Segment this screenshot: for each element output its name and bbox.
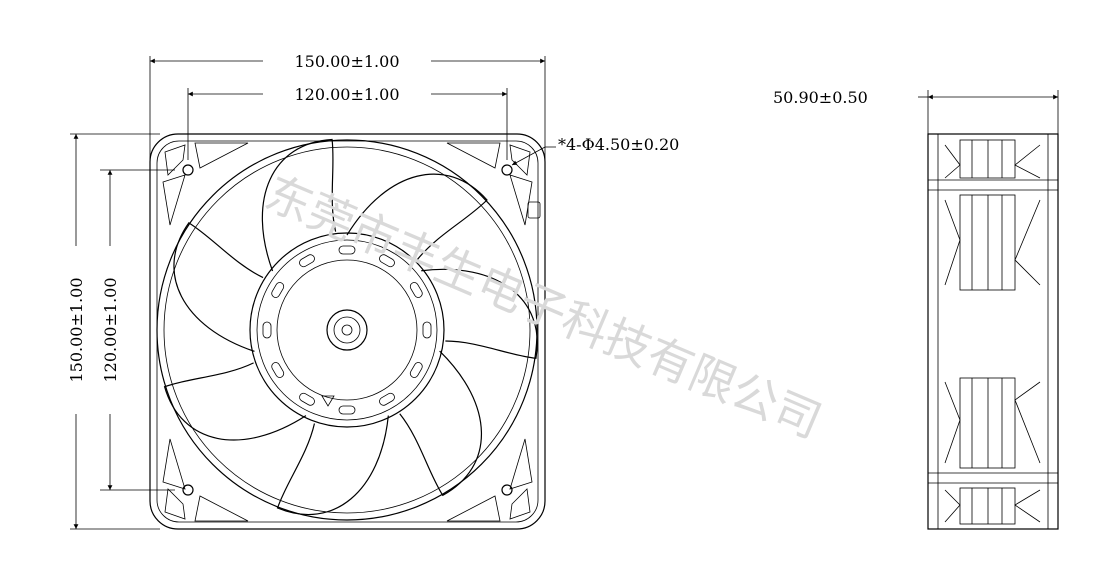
side-details bbox=[928, 134, 1058, 529]
mounting-hole-top-left bbox=[182, 164, 194, 176]
mounting-hole-bottom-left bbox=[182, 484, 194, 496]
hub-ring-inner bbox=[276, 259, 418, 401]
overall-width-label: 150.00±1.00 bbox=[294, 52, 399, 71]
hole-height-label: 120.00±1.00 bbox=[101, 277, 120, 382]
hole-width-label: 120.00±1.00 bbox=[294, 85, 399, 104]
fan-blades bbox=[163, 138, 538, 516]
hub-center-shaft bbox=[341, 324, 353, 336]
mounting-hole-top-right bbox=[501, 164, 513, 176]
hub-slots bbox=[262, 245, 432, 415]
corner-pockets bbox=[162, 142, 533, 522]
fan-frame bbox=[149, 133, 546, 530]
hub-ring bbox=[256, 239, 438, 421]
hub-center-outer bbox=[326, 309, 368, 351]
rotation-arrow-icon bbox=[321, 395, 335, 407]
side-dimension bbox=[918, 90, 1059, 134]
wire-exit-tab bbox=[527, 201, 541, 219]
overall-height-label: 150.00±1.00 bbox=[67, 277, 86, 382]
side-view: 50.90±0.50 bbox=[773, 88, 1059, 530]
front-view bbox=[149, 133, 546, 530]
mounting-hole-bottom-right bbox=[501, 484, 513, 496]
venturi-outer bbox=[156, 139, 538, 521]
venturi-inner bbox=[163, 146, 531, 514]
side-frame bbox=[927, 133, 1059, 530]
hub-center-mid bbox=[333, 316, 361, 344]
hub-outer bbox=[249, 232, 445, 428]
mounting-hole-label: *4-Φ4.50±0.20 bbox=[558, 135, 679, 154]
hole-callout-leader bbox=[511, 146, 556, 166]
depth-label: 50.90±0.50 bbox=[773, 88, 868, 107]
